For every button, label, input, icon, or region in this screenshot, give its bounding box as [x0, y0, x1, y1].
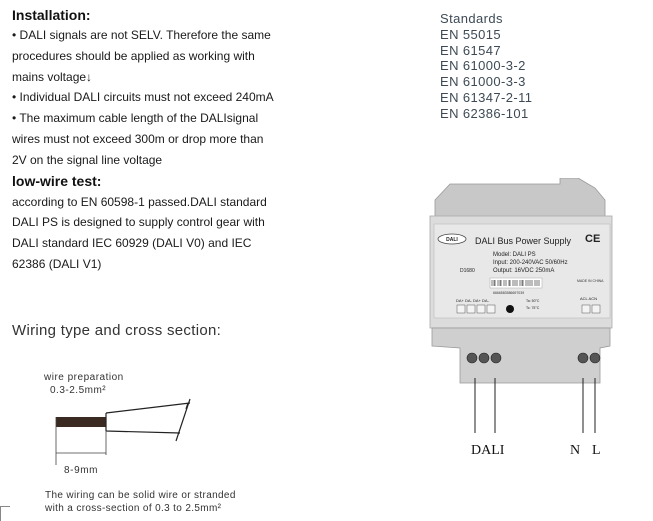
- installation-line: mains voltage↓: [12, 69, 93, 84]
- model-code: D1680: [460, 268, 475, 274]
- bare-conductor: [56, 417, 106, 427]
- ce-mark: CE: [585, 233, 600, 245]
- dali-logo: [437, 233, 467, 245]
- wire-strip-diagram: [55, 398, 191, 465]
- cut-line: [175, 398, 191, 442]
- input-line: Input: 200-240VAC 50/60Hz: [493, 260, 568, 266]
- dali-power-supply-device: DALI DALI Bus Power Supply CE D1680 Mode…: [429, 178, 613, 433]
- low-wire-line: DALI standard IEC 60929 (DALI V0) and IE…: [12, 236, 252, 251]
- standard-item: EN 61000-3-2: [440, 58, 526, 74]
- connection-wires: [474, 378, 596, 433]
- standards-title: Standards: [440, 11, 503, 26]
- device-top-rail: [434, 178, 606, 219]
- model-line: Model: DALI PS: [493, 252, 536, 258]
- wiring-title: Wiring type and cross section:: [12, 322, 222, 339]
- neutral-terminal-label: N: [570, 443, 581, 458]
- ac-terminal-labels: ACL ACN: [580, 296, 597, 301]
- bottom-screw-terminals: [466, 352, 601, 364]
- installation-line: • DALI signals are not SELV. Therefore t…: [12, 28, 271, 42]
- output-line: Output: 16VDC 250mA: [493, 268, 554, 274]
- installation-line: wires must not exceed 300m or drop more …: [12, 131, 264, 146]
- live-terminal-label: L: [592, 443, 601, 458]
- standard-item: EN 61347-2-11: [440, 89, 533, 105]
- wiring-note-line: The wiring can be solid wire or stranded: [45, 490, 236, 501]
- installation-line: • The maximum cable length of the DALIsi…: [12, 111, 259, 126]
- dali-logo-text: DALI: [446, 237, 458, 243]
- installation-line: procedures should be applied as working …: [12, 48, 255, 63]
- wire-insulation: [105, 402, 191, 434]
- installation-section: Installation: • DALI signals are not SEL…: [12, 6, 312, 275]
- dali-terminal-labels: DA+ DA- DA+ DA-: [456, 298, 490, 303]
- standard-item: EN 55015: [440, 26, 502, 42]
- installation-heading: Installation:: [12, 7, 91, 23]
- dimension-marks: [55, 417, 107, 465]
- cross-section-range: 0.3-2.5mm²: [50, 385, 107, 396]
- ambient-temp: Ta: 50°C: [526, 299, 540, 303]
- top-screw-terminals: [456, 304, 601, 314]
- low-wire-heading: low-wire test:: [12, 172, 102, 189]
- device-product-title: DALI Bus Power Supply: [475, 236, 572, 246]
- serial-number: 6666583586697039: [493, 291, 524, 295]
- installation-line: • Individual DALI circuits must not exce…: [12, 90, 274, 105]
- wiring-note-line: with a cross-section of 0.3 to 2.5mm²: [45, 503, 222, 514]
- strip-length: 8-9mm: [64, 465, 99, 476]
- corner-mark: [0, 506, 10, 521]
- standard-item: EN 61000-3-3: [440, 74, 526, 90]
- standard-item: EN 62386-101: [440, 105, 529, 121]
- barcode-bars: [491, 280, 540, 286]
- dali-terminal-label: DALI: [471, 443, 505, 458]
- wiring-note: The wiring can be solid wire or stranded…: [45, 489, 236, 515]
- low-wire-line: 62386 (DALI V1): [12, 256, 102, 271]
- case-temp: Tc: 75°C: [526, 306, 540, 310]
- standard-item: EN 61547: [440, 42, 502, 58]
- device-lower-body: [431, 327, 611, 384]
- low-wire-line: according to EN 60598-1 passed.DALI stan…: [12, 194, 267, 209]
- installation-line: 2V on the signal line voltage: [12, 152, 163, 167]
- made-in-label: MADE IN CHINA: [577, 279, 604, 283]
- indicator-led: [506, 305, 514, 313]
- low-wire-line: DALI PS is designed to supply control ge…: [12, 215, 265, 230]
- standards-list: Standards EN 55015 EN 61547 EN 61000-3-2…: [440, 11, 532, 122]
- barcode: [489, 277, 543, 289]
- wire-preparation-label: wire preparation: [44, 372, 124, 383]
